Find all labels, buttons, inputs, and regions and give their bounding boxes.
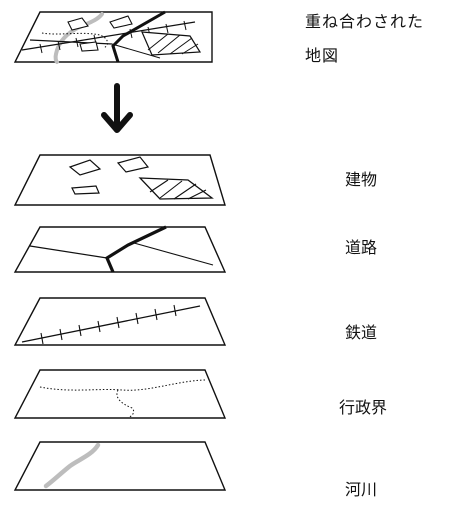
- road-thin: [133, 242, 214, 266]
- combined-building: [79, 41, 99, 52]
- layer-river: [13, 441, 227, 491]
- label-roads: 道路: [345, 238, 378, 257]
- railway-ties: [40, 304, 177, 345]
- combined-hatch-lines: [147, 33, 199, 55]
- title-line-1: 重ね合わされた: [305, 12, 425, 31]
- road-thin: [29, 245, 108, 259]
- railway-line: [21, 305, 201, 343]
- label-railway: 鉄道: [345, 323, 378, 342]
- road-main: [104, 225, 167, 273]
- label-river: 河川: [345, 480, 378, 499]
- layer-plane: [13, 369, 227, 419]
- combined-building: [109, 15, 133, 29]
- river-line: [43, 442, 101, 489]
- combined-railway-ties: [39, 20, 187, 54]
- combined-road-thin: [29, 39, 113, 45]
- building-shape: [71, 185, 100, 195]
- combined-building: [67, 17, 89, 31]
- down-arrow-icon: [101, 83, 133, 133]
- title-line-2: 地図: [305, 46, 340, 65]
- combined-hatched-area: [141, 31, 202, 56]
- layer-roads: [13, 225, 227, 273]
- building-shape: [116, 156, 150, 173]
- building-shape: [68, 159, 102, 176]
- hatched-area: [138, 177, 214, 200]
- combined-map: [13, 10, 213, 64]
- combined-road-main: [111, 10, 166, 63]
- label-buildings: 建物: [345, 170, 378, 189]
- combined-road-branch: [111, 43, 161, 59]
- layer-plane: [13, 441, 227, 491]
- layer-buildings: [13, 154, 226, 206]
- boundary-line: [116, 389, 135, 419]
- combined-river: [53, 12, 104, 64]
- label-admin-boundary: 行政界: [339, 398, 388, 417]
- layer-plane: [13, 297, 227, 346]
- hatch-lines: [149, 179, 207, 200]
- layer-admin-boundary: [13, 369, 227, 419]
- layer-railway: [13, 297, 227, 346]
